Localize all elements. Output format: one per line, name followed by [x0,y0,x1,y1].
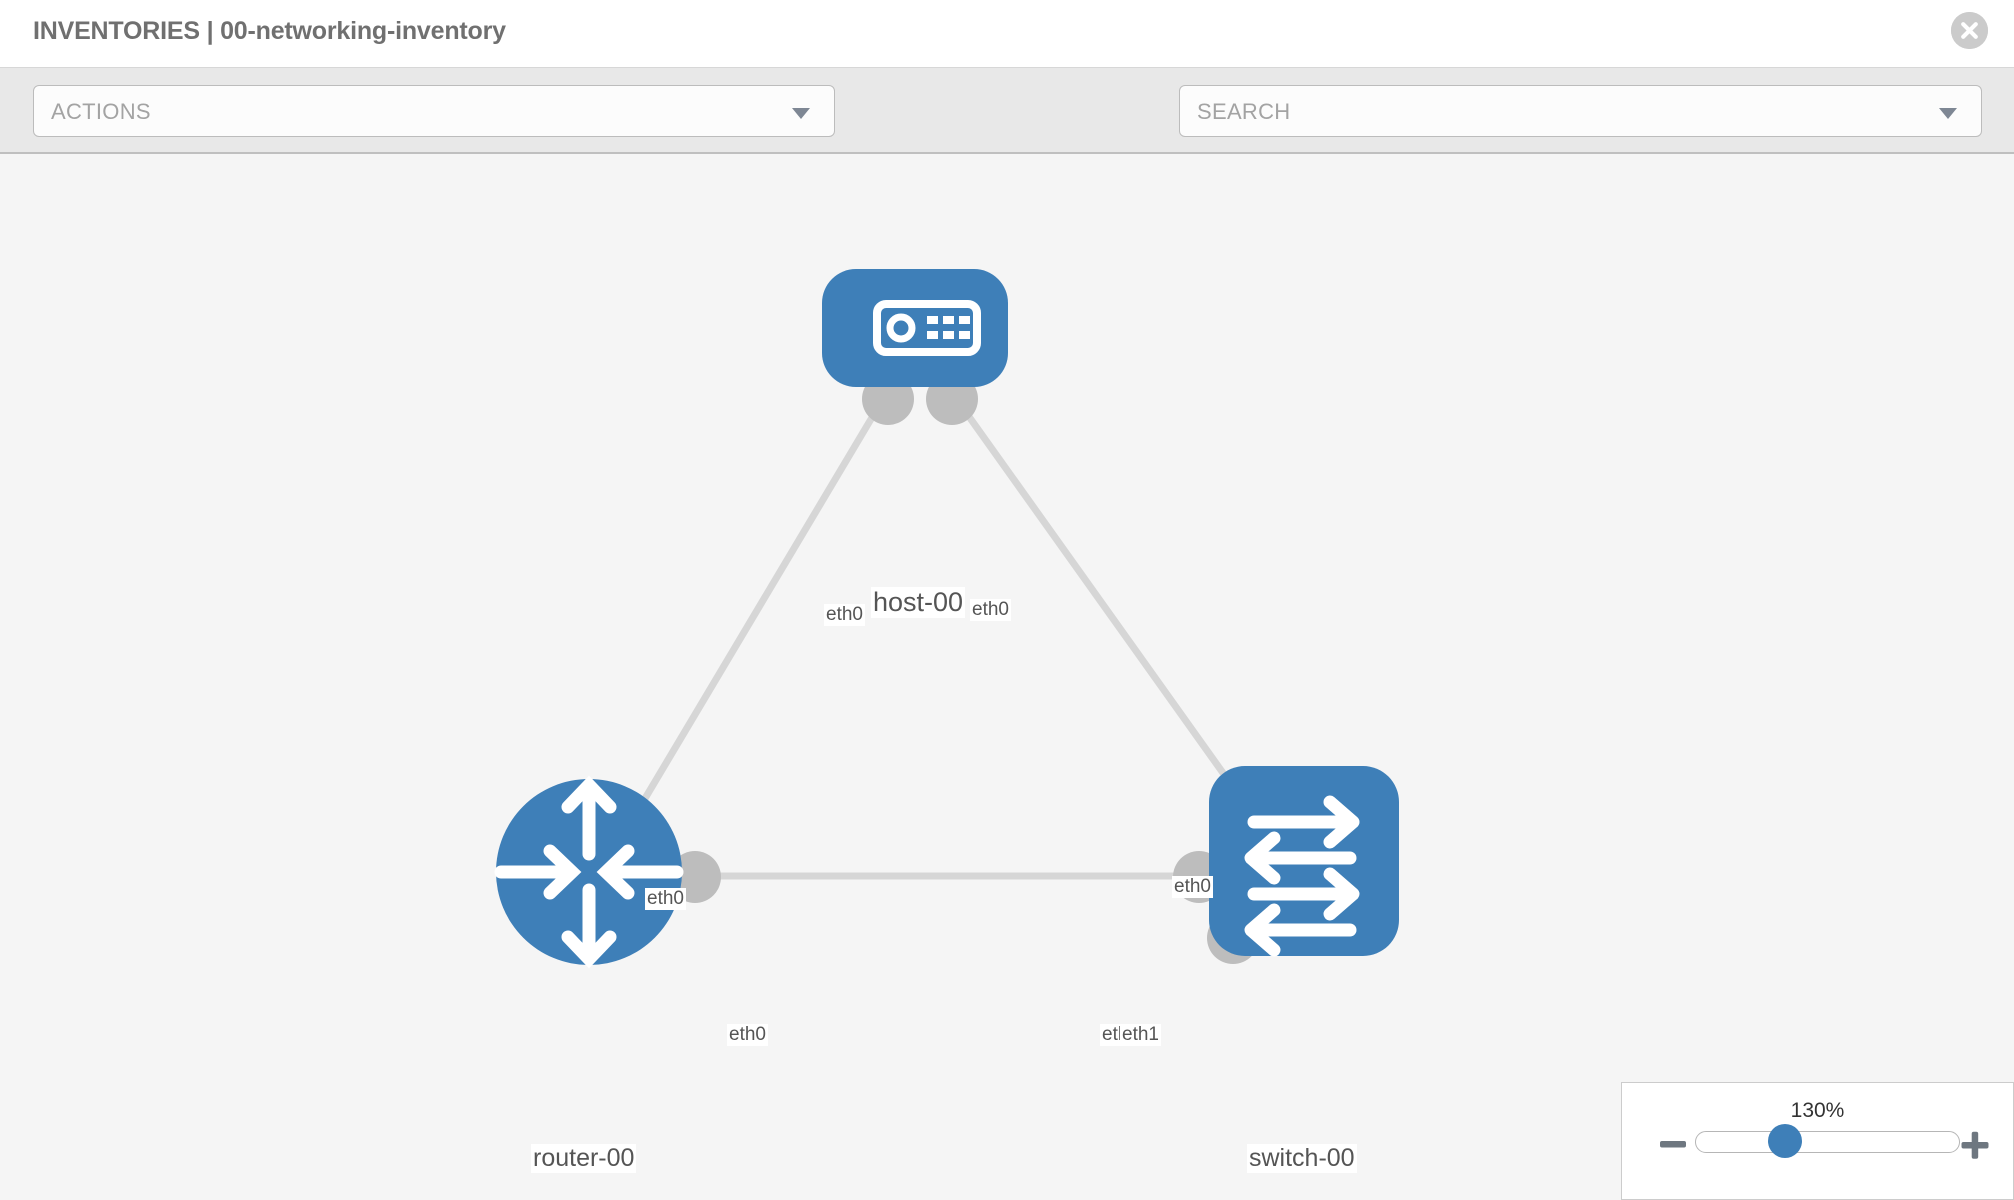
interface-label: eth0 [727,1024,768,1046]
minus-icon[interactable] [1658,1129,1688,1159]
chevron-down-icon [1939,108,1957,119]
node-label-switch-00: switch-00 [1247,1144,1357,1173]
node-router-00-shape [496,779,682,965]
interface-label: eth1 [1120,1024,1161,1046]
chevron-down-icon [792,108,810,119]
zoom-control: 130% [1621,1082,2014,1200]
link-host-router[interactable] [596,402,884,876]
actions-dropdown-label: ACTIONS [51,99,151,124]
toolbar: ACTIONS SEARCH [0,68,2014,202]
interface-label: eth0 [970,599,1011,621]
node-switch-00[interactable] [1209,766,1399,957]
topology-graph [494,269,1399,969]
server-icon [873,300,981,356]
page-header: INVENTORIES | 00-networking-inventory [0,0,2014,68]
zoom-slider-thumb[interactable] [1768,1124,1802,1158]
node-label-host-00: host-00 [871,587,966,618]
node-host-00[interactable] [822,269,1008,387]
page-title: INVENTORIES | 00-networking-inventory [33,17,506,45]
actions-dropdown[interactable]: ACTIONS [33,85,835,137]
zoom-level-value: 130% [1790,1099,1845,1122]
interface-label: eth0 [1172,876,1213,898]
close-button[interactable] [1951,12,1988,49]
zoom-slider-track[interactable] [1695,1131,1960,1153]
topology-canvas[interactable]: host-00 router-00 switch-00 eth0 eth0 et… [0,154,2014,1200]
search-input[interactable]: SEARCH [1179,85,1982,137]
node-label-router-00: router-00 [531,1144,637,1173]
router-icon [494,775,684,969]
close-circle-icon [1951,12,1988,49]
interface-label: eth0 [645,888,686,910]
plus-icon[interactable] [1959,1129,1991,1161]
search-input-placeholder: SEARCH [1197,99,1291,124]
topology-links [595,401,1300,880]
node-router-00[interactable] [494,775,684,969]
interface-label: eth0 [824,604,865,626]
switch-icon [1244,795,1360,957]
